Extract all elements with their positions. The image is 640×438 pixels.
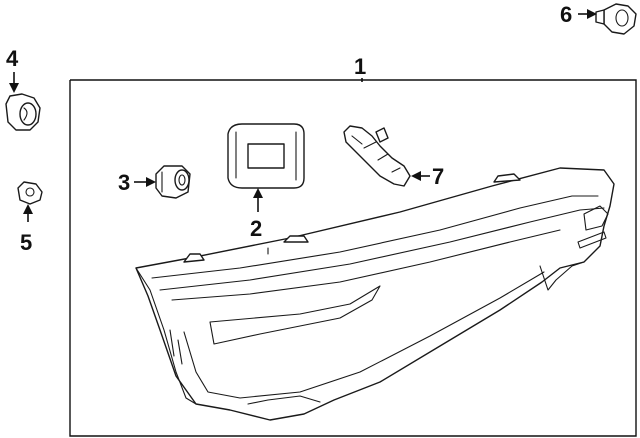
callout-label-2: 2 — [250, 216, 262, 241]
tail-lamp-assembly — [135, 167, 615, 421]
nut-hole — [178, 174, 186, 186]
assembly-frame — [69, 79, 637, 437]
washer-hole — [25, 187, 35, 197]
grommet-part — [5, 93, 41, 131]
callout-2-arrow — [253, 188, 263, 198]
lamp-lens-inner — [171, 229, 561, 301]
washer-part — [17, 181, 43, 205]
callout-7-arrow — [411, 171, 421, 181]
grommet-face — [19, 102, 37, 126]
lamp-bottom-lip — [247, 395, 321, 405]
callout-label-4: 4 — [6, 46, 19, 71]
callout-4: 4 — [6, 46, 19, 93]
lamp-lens-edge — [151, 195, 599, 279]
grommet-slot — [23, 107, 28, 121]
bulb-socket-tab — [375, 127, 389, 143]
callout-label-3: 3 — [118, 170, 130, 195]
callout-label-7: 7 — [432, 164, 444, 189]
gasket-part — [227, 123, 305, 189]
callout-5: 5 — [20, 204, 33, 255]
gasket-edge — [235, 131, 297, 181]
lamp-reflector — [583, 205, 609, 231]
callout-6: 6 — [560, 2, 597, 27]
push-clip-part — [595, 3, 637, 35]
nut-face — [174, 169, 190, 191]
callout-label-6: 6 — [560, 2, 572, 27]
push-clip-face — [615, 9, 629, 27]
callout-label-1: 1 — [354, 54, 366, 79]
lamp-mounting-tab-1 — [183, 253, 205, 263]
lamp-lower-contour — [183, 271, 545, 399]
lamp-light-bar — [209, 285, 381, 345]
bulb-socket-part — [343, 125, 411, 187]
lamp-end-face — [135, 267, 197, 405]
lamp-lens-edge-2 — [159, 207, 605, 291]
lamp-mounting-tab-3 — [493, 173, 521, 183]
callout-6-arrow — [587, 9, 597, 19]
callout-2: 2 — [250, 188, 263, 241]
washer-body — [17, 181, 43, 205]
callout-label-5: 5 — [20, 230, 32, 255]
lamp-reflector-slot — [577, 231, 607, 249]
bulb-socket-rib — [351, 135, 401, 173]
gasket-inner — [247, 143, 285, 169]
callout-3-arrow — [146, 177, 156, 187]
callout-1: 1 — [354, 54, 366, 79]
callout-4-arrow — [9, 83, 19, 93]
callout-5-arrow — [23, 204, 33, 214]
lamp-mounting-tab-2 — [283, 235, 309, 243]
callout-7: 7 — [411, 164, 444, 189]
lamp-end-detail — [169, 329, 183, 365]
push-clip-head — [603, 3, 637, 35]
push-clip-shank — [595, 9, 605, 25]
callout-3: 3 — [118, 170, 156, 195]
lamp-side-panel — [539, 261, 585, 291]
nut-part — [155, 165, 191, 199]
